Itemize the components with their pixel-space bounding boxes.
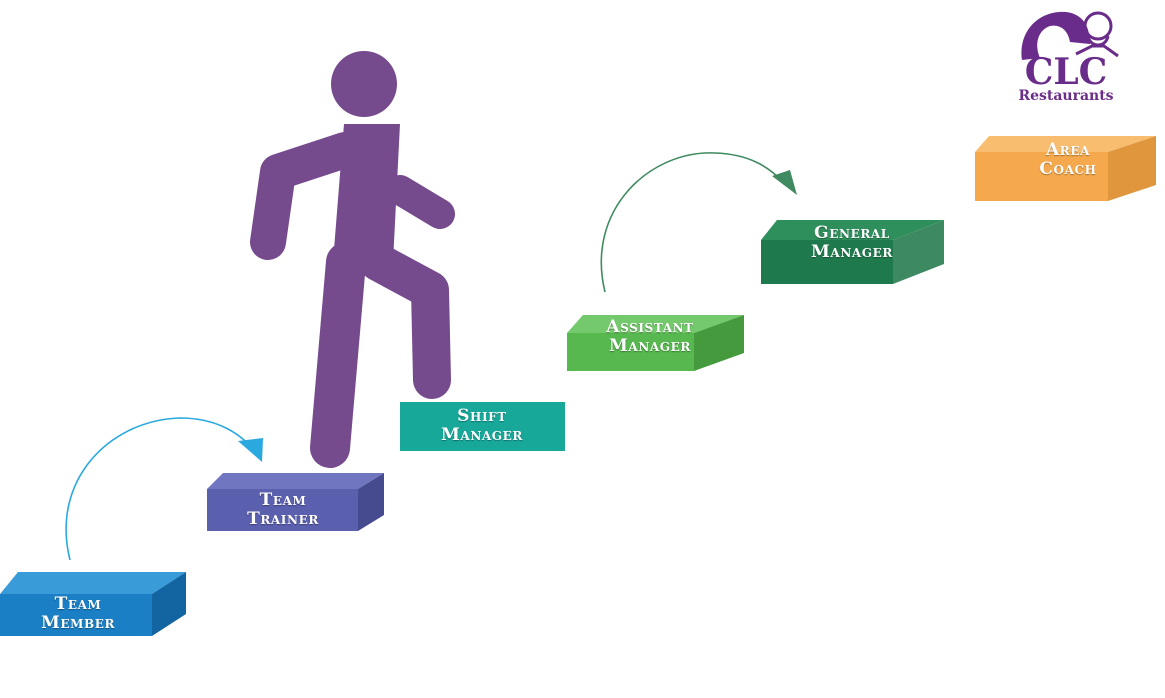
step-area-coach-label: Area Coach: [998, 141, 1138, 179]
figure-front-leg: [359, 243, 451, 399]
arrow-member-to-trainer-head: [238, 438, 263, 462]
step-assistant-manager-line2: Manager: [609, 336, 691, 356]
step-team-trainer-line2: Trainer: [247, 509, 319, 529]
step-general-manager-top-face: [761, 220, 944, 240]
figure-back-leg: [310, 242, 366, 468]
step-team-trainer-block: [207, 489, 358, 531]
step-shift-manager-block: [400, 402, 565, 451]
step-team-trainer-line1: Team: [259, 490, 307, 510]
step-team-trainer-label: Team Trainer: [223, 491, 343, 529]
step-assistant-manager-block: [567, 333, 694, 371]
step-assistant-manager-side-face: [694, 315, 744, 371]
arrow-member-to-trainer: [65, 417, 253, 561]
step-general-manager-block: [761, 240, 893, 284]
step-shift-manager-line2: Manager: [441, 425, 523, 445]
figure-front-arm: [385, 175, 455, 229]
step-general-manager-line2: Manager: [811, 242, 893, 262]
step-assistant-manager-top-face: [567, 315, 744, 333]
step-team-member-block: [0, 594, 152, 636]
step-team-trainer-side-face: [358, 473, 384, 531]
arrows-group: [65, 152, 797, 561]
step-general-manager-side-face: [893, 220, 944, 284]
step-area-coach-line2: Coach: [1039, 159, 1097, 179]
step-area-coach-side-face: [1108, 136, 1156, 201]
clc-logo-title: CLC: [1024, 51, 1108, 93]
step-assistant-manager-label: Assistant Manager: [580, 318, 720, 356]
figure-back-arm: [250, 132, 363, 260]
step-assistant-manager-line1: Assistant: [606, 317, 694, 337]
clc-logo: [1021, 11, 1119, 60]
step-general-manager-line1: General: [814, 223, 890, 243]
figure-head: [331, 51, 397, 117]
clc-logo-subtitle: Restaurants: [1018, 88, 1114, 104]
walking-person-icon: [250, 51, 455, 468]
step-team-member-label: Team Member: [18, 595, 138, 633]
step-team-member-top-face: [0, 572, 186, 594]
step-team-member-line1: Team: [54, 594, 102, 614]
arrow-assistant-to-general: [600, 152, 784, 293]
step-area-coach-top-face: [975, 136, 1156, 152]
step-area-coach-block: [975, 152, 1108, 201]
steps-group: [0, 136, 1156, 636]
step-team-trainer-top-face: [207, 473, 384, 489]
arrow-assistant-to-general-head: [772, 170, 797, 195]
step-general-manager-label: General Manager: [782, 224, 922, 262]
step-team-member-line2: Member: [40, 613, 116, 633]
step-area-coach-line1: Area: [1045, 140, 1091, 160]
step-team-member-side-face: [152, 572, 186, 636]
step-shift-manager-label: Shift Manager: [412, 407, 552, 445]
taco-bell-kfc-logo-icon: [1021, 11, 1090, 60]
step-shift-manager-line1: Shift: [457, 406, 507, 426]
